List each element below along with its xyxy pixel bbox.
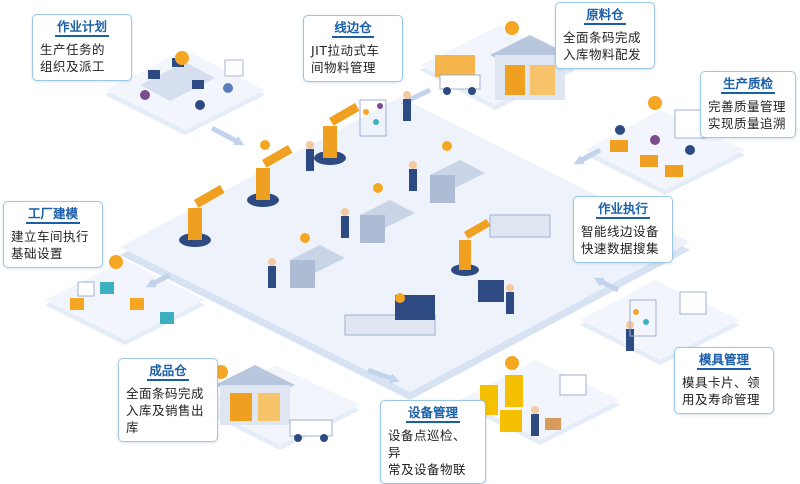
finished-warehouse (215, 365, 333, 442)
module-card-line-side-warehouse: 线边仓 JIT拉动式车 间物料管理 (303, 15, 403, 82)
modeling-desks (70, 281, 174, 324)
module-desc: 全面条码完成 入库及销售出 库 (126, 386, 205, 435)
module-card-equipment: 设备管理 设备点巡检、异 常及设备物联 (380, 400, 486, 484)
platform-mold (580, 280, 740, 365)
module-card-quality: 生产质检 完善质量管理 实现质量追溯 (700, 71, 796, 138)
module-card-plan: 作业计划 生产任务的 组织及派工 (32, 14, 132, 81)
line-side-shelves (359, 99, 707, 337)
module-card-finished-warehouse: 成品仓 全面条码完成 入库及销售出 库 (118, 358, 218, 442)
module-title: 设备管理 (405, 405, 460, 423)
module-card-modeling: 工厂建模 建立车间执行 基础设置 (3, 201, 103, 268)
module-desc: 设备点巡检、异 常及设备物联 (388, 428, 467, 477)
module-title: 原料仓 (584, 7, 626, 25)
module-card-execution: 作业执行 智能线边设备 快速数据搜集 (573, 196, 673, 263)
module-title: 生产质检 (720, 76, 775, 94)
module-title: 线边仓 (332, 20, 374, 38)
raw-warehouse (435, 35, 570, 100)
module-card-mold: 模具管理 模具卡片、领 用及寿命管理 (674, 347, 774, 414)
module-desc: 完善质量管理 实现质量追溯 (708, 99, 787, 131)
module-title: 作业计划 (54, 19, 109, 37)
module-title: 模具管理 (696, 352, 751, 370)
machines (290, 160, 551, 336)
module-desc: JIT拉动式车 间物料管理 (311, 43, 380, 75)
workers (268, 91, 634, 436)
module-title: 工厂建模 (25, 206, 80, 224)
module-desc: 生产任务的 组织及派工 (40, 42, 106, 74)
module-title: 作业执行 (595, 201, 650, 219)
module-desc: 智能线边设备 快速数据搜集 (581, 224, 660, 256)
module-title: 成品仓 (147, 363, 189, 381)
module-desc: 全面条码完成 入库物料配发 (563, 30, 642, 62)
robot-arms (179, 103, 491, 276)
module-card-raw-warehouse: 原料仓 全面条码完成 入库物料配发 (555, 2, 655, 69)
module-desc: 模具卡片、领 用及寿命管理 (682, 375, 761, 407)
wifi-markers (109, 21, 662, 379)
module-desc: 建立车间执行 基础设置 (11, 229, 90, 261)
